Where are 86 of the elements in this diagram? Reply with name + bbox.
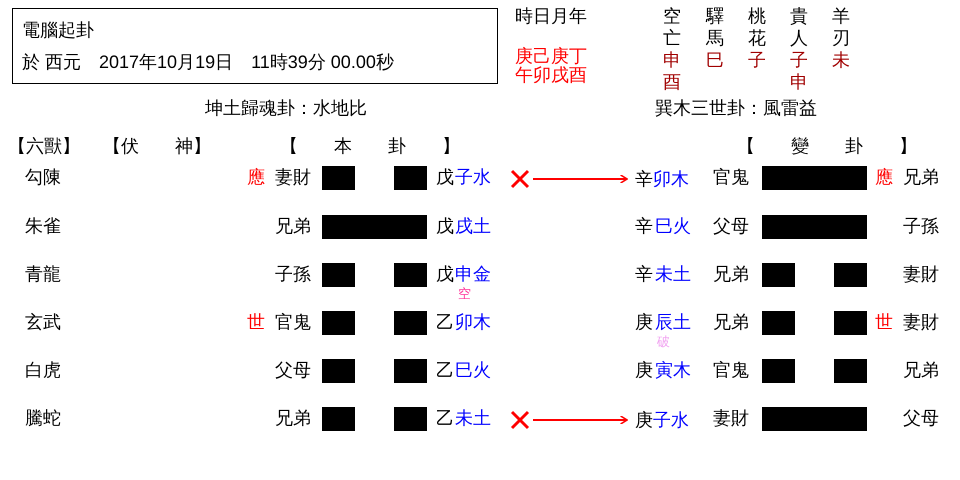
arrow bbox=[533, 174, 628, 184]
label-text: 兄弟 bbox=[903, 361, 939, 379]
label-text: 子孫 bbox=[903, 217, 939, 235]
label-text: 官鬼 bbox=[713, 168, 749, 186]
label-text: 兄弟 bbox=[903, 168, 939, 186]
header-box bbox=[12, 8, 498, 84]
label-text: 父母 bbox=[903, 409, 939, 427]
label-text: 兄弟 bbox=[275, 217, 311, 235]
label-text: 【六獸】 bbox=[8, 137, 80, 155]
label-text: 官鬼 bbox=[275, 313, 311, 331]
label-text: 【 變 卦 】 bbox=[737, 137, 917, 155]
label-text: 辰土 bbox=[655, 313, 691, 331]
label-text: 妻財 bbox=[903, 265, 939, 283]
label-text: 未土 bbox=[655, 265, 691, 283]
label-text: 貴 bbox=[790, 7, 808, 25]
stem-text: 庚 bbox=[635, 411, 653, 429]
label-text: 父母 bbox=[275, 361, 311, 379]
branch-text: 子水 bbox=[653, 411, 689, 429]
label-text: 戊 bbox=[436, 217, 454, 235]
cross-mark bbox=[509, 169, 531, 189]
note-mark: 空 bbox=[458, 287, 471, 300]
label-text: 騰蛇 bbox=[25, 409, 61, 427]
label-text: 乙 bbox=[436, 361, 454, 379]
label-text: 妻財 bbox=[275, 168, 311, 186]
label-text: 青龍 bbox=[25, 265, 61, 283]
label-text: 花 bbox=[748, 29, 766, 47]
label-text: 戌土 bbox=[455, 217, 491, 235]
label-text: 驛 bbox=[706, 7, 724, 25]
label-text: 巳 bbox=[706, 51, 724, 69]
label-text: 世 bbox=[875, 313, 893, 331]
label-text: 刃 bbox=[832, 29, 850, 47]
label-text: 【伏 神】 bbox=[103, 137, 211, 155]
label-text: 庚 bbox=[635, 313, 653, 331]
label-text: 玄武 bbox=[25, 313, 61, 331]
label-text: 兄弟 bbox=[275, 409, 311, 427]
label-text: 子孫 bbox=[275, 265, 311, 283]
label-text: 時日月年 bbox=[515, 7, 587, 25]
label-text: 子 bbox=[790, 51, 808, 69]
label-text: 庚己庚丁 bbox=[515, 47, 587, 65]
label-text: 子水 bbox=[455, 168, 491, 186]
label-text: 世 bbox=[247, 313, 265, 331]
label-text: 申金 bbox=[455, 265, 491, 283]
label-text: 辛 bbox=[635, 217, 653, 235]
label-text: 申 bbox=[790, 73, 808, 91]
label-text: 庚 bbox=[635, 361, 653, 379]
label-text: 申 bbox=[663, 51, 681, 69]
label-text: 乙 bbox=[436, 409, 454, 427]
label-text: 羊 bbox=[832, 7, 850, 25]
label-text: 午卯戌酉 bbox=[515, 66, 587, 84]
label-text: 白虎 bbox=[25, 361, 61, 379]
label-text: 寅木 bbox=[655, 361, 691, 379]
note-mark: 破 bbox=[657, 335, 670, 348]
label-text: 朱雀 bbox=[25, 217, 61, 235]
label-text: 【 本 卦 】 bbox=[280, 137, 460, 155]
label-text: 馬 bbox=[706, 29, 724, 47]
branch-text: 卯木 bbox=[653, 170, 689, 188]
label-text: 官鬼 bbox=[713, 361, 749, 379]
label-text: 妻財 bbox=[713, 409, 749, 427]
label-text: 戊 bbox=[436, 168, 454, 186]
header-title: 電腦起卦 bbox=[22, 21, 95, 39]
label-text: 酉 bbox=[663, 73, 681, 91]
label-text: 巳火 bbox=[455, 361, 491, 379]
label-text: 辛 bbox=[635, 265, 653, 283]
label-text: 應 bbox=[875, 168, 893, 186]
label-text: 父母 bbox=[713, 217, 749, 235]
label-text: 空 bbox=[663, 7, 681, 25]
label-text: 兄弟 bbox=[713, 265, 749, 283]
label-text: 卯木 bbox=[455, 313, 491, 331]
label-text: 戊 bbox=[436, 265, 454, 283]
label-text: 亡 bbox=[663, 29, 681, 47]
label-text: 未 bbox=[832, 51, 850, 69]
date-text: 於 西元 2017年10月19日 11時39分 00.00秒 bbox=[22, 53, 395, 71]
arrow bbox=[533, 415, 628, 425]
cross-mark bbox=[509, 410, 531, 430]
label-text: 人 bbox=[790, 29, 808, 47]
label-text: 勾陳 bbox=[25, 168, 61, 186]
label-text: 未土 bbox=[455, 409, 491, 427]
label-text: 桃 bbox=[748, 7, 766, 25]
label-text: 兄弟 bbox=[713, 313, 749, 331]
label-text: 妻財 bbox=[903, 313, 939, 331]
label-text: 巽木三世卦：風雷益 bbox=[655, 99, 817, 117]
label-text: 巳火 bbox=[655, 217, 691, 235]
label-text: 乙 bbox=[436, 313, 454, 331]
stem-text: 辛 bbox=[635, 170, 653, 188]
label-text: 應 bbox=[247, 168, 265, 186]
label-text: 子 bbox=[748, 51, 766, 69]
